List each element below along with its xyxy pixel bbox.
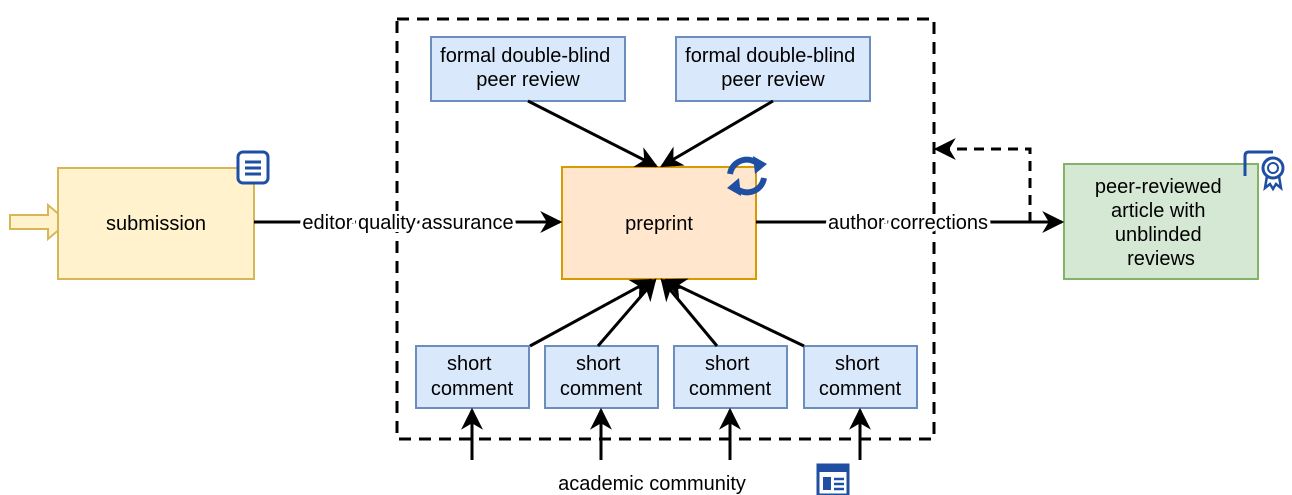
short-comment-box xyxy=(803,345,918,409)
author-corrections-label: author corrections xyxy=(828,212,988,234)
article-node: peer-reviewed article with unblinded rev… xyxy=(1063,163,1259,280)
article-layout-icon xyxy=(816,463,850,495)
short-comment-node: short comment xyxy=(544,345,659,409)
formal-review-node: formal double-blind peer review xyxy=(675,36,871,102)
formal-review-line: peer review xyxy=(476,69,580,91)
feedback-edge xyxy=(933,138,1032,222)
preprint-label: preprint xyxy=(625,213,693,235)
article-label: peer-reviewed article with unblinded rev… xyxy=(1095,176,1227,270)
formal-review-line: formal double-blind xyxy=(440,45,610,67)
review-boundary xyxy=(395,17,936,441)
short-comment-node: short comment xyxy=(803,345,918,409)
preprint-box xyxy=(561,166,757,280)
formal-review-node: formal double-blind peer review xyxy=(430,36,626,102)
formal-review-line: formal double-blind xyxy=(685,45,855,67)
short-comment-label: short comment xyxy=(560,353,643,400)
short-comment-node: short comment xyxy=(415,345,530,409)
article-label-line: unblinded xyxy=(1115,224,1202,246)
short-comment-line: comment xyxy=(560,378,643,400)
certificate-icon xyxy=(1243,150,1285,192)
formal-review-label: formal double-blind peer review xyxy=(440,45,616,91)
preprint-node: preprint xyxy=(561,166,757,280)
academic-community-label: academic community xyxy=(558,473,746,495)
article-box xyxy=(1063,163,1259,280)
short-comment-box xyxy=(544,345,659,409)
article-label-line: article with xyxy=(1111,200,1205,222)
short-comment-edge xyxy=(596,278,657,347)
article-label-line: peer-reviewed xyxy=(1095,176,1222,198)
short-comment-line: short xyxy=(576,353,621,375)
short-comment-line: comment xyxy=(689,378,772,400)
short-comment-label: short comment xyxy=(431,353,514,400)
refresh-icon xyxy=(727,156,767,196)
short-comment-line: comment xyxy=(819,378,902,400)
short-comment-line: comment xyxy=(431,378,514,400)
short-comment-line: short xyxy=(835,353,880,375)
submission-box xyxy=(57,167,255,280)
submission-node: submission xyxy=(57,167,255,280)
article-label-line: reviews xyxy=(1127,248,1195,270)
short-comment-edge xyxy=(664,278,805,348)
formal-review-edge xyxy=(660,99,774,168)
document-icon xyxy=(236,150,270,185)
short-comment-label: short comment xyxy=(689,353,772,400)
formal-review-box xyxy=(430,36,626,102)
submission-label: submission xyxy=(106,213,206,235)
short-comment-edge xyxy=(529,278,653,348)
short-comment-box xyxy=(673,345,788,409)
formal-review-label: formal double-blind peer review xyxy=(685,45,861,91)
short-comment-node: short comment xyxy=(673,345,788,409)
formal-review-line: peer review xyxy=(721,69,825,91)
short-comment-line: short xyxy=(705,353,750,375)
short-comment-line: short xyxy=(447,353,492,375)
quality-assurance-label: editor quality assurance xyxy=(302,212,513,234)
short-comment-label: short comment xyxy=(819,353,902,400)
formal-review-edge xyxy=(527,99,658,168)
formal-review-box xyxy=(675,36,871,102)
short-comment-box xyxy=(415,345,530,409)
